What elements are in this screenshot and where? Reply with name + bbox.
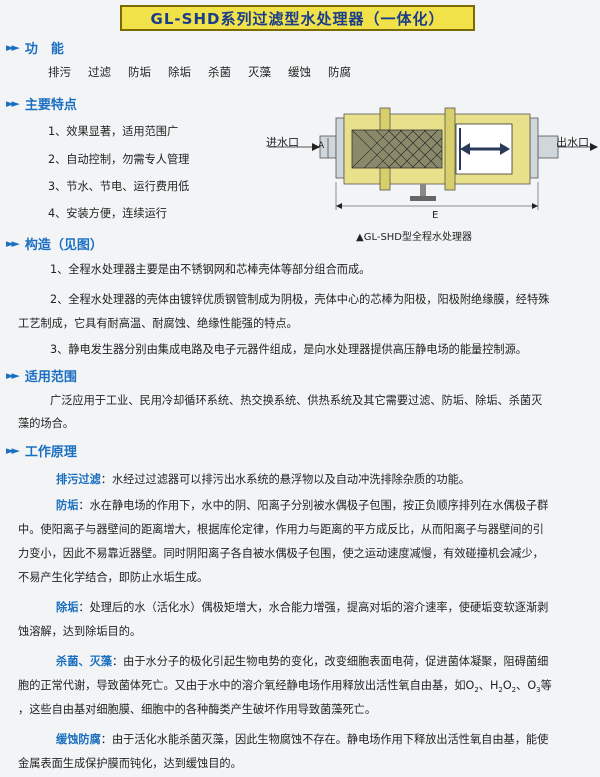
- section-title: 功 能: [24, 42, 64, 57]
- body-flange: [444, 107, 456, 191]
- principle-corrosion-line: 金属表面生成保护膜而钝化，达到缓蚀目的。: [18, 757, 242, 770]
- double-arrow-icon: ►►: [6, 237, 20, 250]
- feature-item: 2、自动控制，勿需专人管理: [48, 153, 190, 166]
- section-features-header: ►► 主要特点: [6, 94, 77, 113]
- principle-sterilize: 杀菌、灭藻：由于水分子的极化引起生物电势的变化，改变细胞表面电荷，促进菌体凝聚，…: [56, 655, 549, 668]
- principle-descale-line: 蚀溶解，达到除垢目的。: [18, 625, 142, 638]
- feature-item: 1、效果显著，适用范围广: [48, 125, 179, 138]
- structure-paragraph: 3、静电发生器分别由集成电路及电子元器件组成，是向水处理器提供高压静电场的能量控…: [50, 343, 527, 356]
- function-item: 排污: [48, 65, 71, 79]
- feature-item: 4、安装方便，连续运行: [48, 207, 167, 220]
- principle-descale: 除垢：处理后的水（活化水）偶极矩增大，水合能力增强，提高对垢的溶介速率，使硬垢变…: [56, 601, 549, 614]
- scope-text: 藻的场合。: [18, 417, 74, 430]
- function-item: 防垢: [128, 65, 151, 79]
- outlet-label: 出水口: [556, 136, 589, 149]
- mesh-pattern: [351, 129, 443, 169]
- dimension-e-label: E: [432, 210, 439, 221]
- principle-scale-line: 不易产生化学结合，即防止水垢生成。: [18, 571, 209, 584]
- dim-arrow-icon: [336, 203, 342, 209]
- section-title: 工作原理: [24, 445, 77, 460]
- function-item: 杀菌: [208, 65, 231, 79]
- filter-mesh: [351, 129, 443, 169]
- dimension-a-label: A: [318, 141, 325, 151]
- page-title: GL-SHD系列过滤型水处理器（一体化）: [120, 5, 475, 31]
- keyword: 缓蚀防腐: [56, 733, 101, 746]
- principle-scale-line: 中。使阳离子与器壁间的距离增大，根据库伦定律，作用力与距离的平方成反比，从而阳离…: [18, 523, 544, 536]
- scope-text: 广泛应用于工业、民用冷却循环系统、热交换系统、供热系统及其它需要过滤、防垢、除垢…: [50, 394, 543, 407]
- keyword: 排污过滤: [56, 473, 101, 486]
- function-item: 除垢: [168, 65, 191, 79]
- section-structure-header: ►► 构造（见图）: [6, 234, 103, 253]
- structure-paragraph: 工艺制成，它具有耐高温、耐腐蚀、绝缘性能强的特点。: [18, 317, 298, 330]
- function-item: 缓蚀: [288, 65, 311, 79]
- section-title: 构造（见图）: [24, 238, 103, 253]
- function-item: 过滤: [88, 65, 111, 79]
- double-arrow-icon: ►►: [6, 444, 20, 457]
- double-arrow-icon: ►►: [6, 369, 20, 382]
- inlet-arrow-icon: [312, 143, 320, 151]
- section-scope-header: ►► 适用范围: [6, 366, 77, 385]
- principle-scale: 防垢：水在静电场的作用下，水中的阴、阳离子分别被水偶极子包围，按正负顺序排列在水…: [56, 499, 549, 512]
- keyword: 除垢: [56, 601, 79, 614]
- outlet-arrow-icon: [590, 143, 598, 151]
- diagram-caption: ▲GL-SHD型全程水处理器: [356, 232, 473, 243]
- outlet-flange: [529, 117, 539, 179]
- principle-drain: 排污过滤：水经过过滤器可以排污出水系统的悬浮物以及自动冲洗排除杂质的功能。: [56, 473, 470, 486]
- inlet-label: 进水口: [266, 136, 299, 149]
- inlet-flange: [335, 117, 345, 179]
- outlet-pipe: [537, 135, 559, 159]
- principle-sterilize-line: ，这些自由基对细胞膜、细胞中的各种酶类产生破坏作用导致菌藻死亡。: [18, 703, 377, 716]
- support-leg: [420, 184, 426, 198]
- function-item: 灭藻: [248, 65, 271, 79]
- support-base: [410, 196, 436, 201]
- water-processor-diagram: 进水口 出水口 A E: [260, 100, 600, 250]
- double-arrow-icon: ►►: [6, 41, 20, 54]
- principle-scale-line: 力变小，因此不易靠近器壁。同时阴阳离子各自被水偶极子包围，使之运动速度减慢，有效…: [18, 547, 544, 560]
- function-item: 防腐: [328, 65, 351, 79]
- structure-paragraph: 1、全程水处理器主要是由不锈钢网和芯棒壳体等部分组合而成。: [50, 263, 371, 276]
- section-title: 适用范围: [24, 370, 77, 385]
- processor-drawing: [268, 107, 598, 210]
- section-title: 主要特点: [24, 98, 77, 113]
- keyword: 防垢: [56, 499, 79, 512]
- function-list: 排污 过滤 防垢 除垢 杀菌 灭藻 缓蚀 防腐: [48, 64, 351, 80]
- keyword: 杀菌、灭藻: [56, 655, 112, 668]
- section-function-header: ►► 功 能: [6, 38, 64, 57]
- arrow-head-right-icon: [500, 143, 510, 155]
- double-arrow-icon: ►►: [6, 97, 20, 110]
- structure-paragraph: 2、全程水处理器的壳体由镀锌优质钢管制成为阴极，壳体中心的芯棒为阳极，阳极附绝缘…: [50, 293, 550, 306]
- arrow-head-left-icon: [460, 143, 470, 155]
- principle-sterilize-line: 胞的正常代谢，导致菌体死亡。又由于水中的溶介氧经静电场作用释放出活性氧自由基，如…: [18, 679, 552, 695]
- section-principle-header: ►► 工作原理: [6, 441, 77, 460]
- dim-arrow-icon: [532, 203, 538, 209]
- principle-corrosion: 缓蚀防腐：由于活化水能杀菌灭藻，因此生物腐蚀不存在。静电场作用下释放出活性氧自由…: [56, 733, 549, 746]
- feature-item: 3、节水、节电、运行费用低: [48, 180, 190, 193]
